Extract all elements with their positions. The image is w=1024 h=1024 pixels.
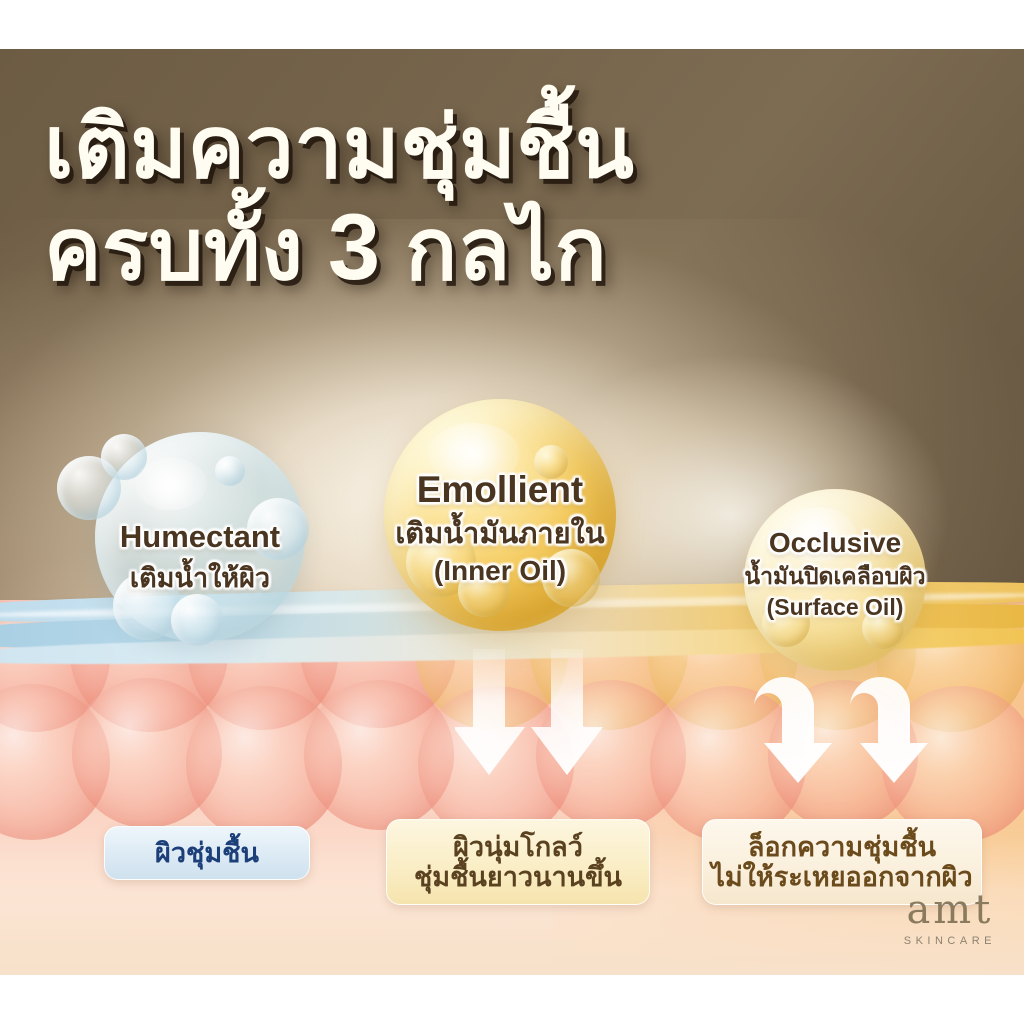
mechanism-paren-occlusive: (Surface Oil): [766, 594, 904, 620]
water-bubble: [247, 498, 309, 560]
mechanism-th-occlusive: น้ำมันปิดเคลือบผิว: [744, 563, 926, 589]
penetrating-arrows: [453, 649, 605, 784]
water-bubble: [101, 434, 147, 480]
headline-line-2-post: กลไก: [380, 201, 608, 298]
moisture-lock-arrows: [752, 661, 932, 791]
droplet-highlight: [135, 458, 207, 510]
benefit-line-2: ชุ่มชื้นยาวนานขึ้น: [413, 862, 623, 892]
water-bubble: [113, 572, 181, 640]
mechanism-th-emollient: เติมน้ำมันภายใน: [395, 518, 605, 550]
arrow-loop: [754, 677, 832, 783]
oil-bubble: [542, 549, 600, 607]
benefit-line-1: ผิวนุ่มโกลว์: [453, 831, 583, 862]
oil-droplet-icon: [384, 399, 616, 631]
mechanism-en-emollient: Emollient: [416, 469, 584, 510]
mechanism-paren-emollient: (Inner Oil): [433, 555, 567, 586]
benefit-box-glow: ผิวนุ่มโกลว์ ชุ่มชื้นยาวนานขึ้น: [386, 819, 650, 905]
oil-bubble: [862, 607, 904, 649]
mechanism-en-occlusive: Occlusive: [768, 527, 902, 558]
oil-bubble: [458, 565, 510, 617]
benefit-text-glow: ผิวนุ่มโกลว์ ชุ่มชื้นยาวนานขึ้น: [414, 832, 622, 892]
benefit-box-lock: ล็อกความชุ่มชื้น ไม่ให้ระเหยออกจากผิว: [702, 819, 982, 905]
moisture-lock-arrows-svg: [754, 677, 928, 783]
page-title: เติมความชุ่มชื้น ครบทั้ง 3 กลไก: [44, 100, 764, 298]
arrow-down: [453, 649, 525, 775]
mechanism-label-emollient: Emollient เติมน้ำมันภายใน (Inner Oil): [360, 469, 640, 587]
benefit-text-hydrated: ผิวชุ่มชื้น: [155, 838, 259, 868]
arrow-loop: [850, 677, 928, 783]
mechanism-th-humectant: เติมน้ำให้ผิว: [129, 563, 271, 593]
headline-line-2: ครบทั้ง 3 กลไก: [44, 198, 764, 298]
water-bubble: [215, 456, 245, 486]
logo-wordmark: amt: [906, 887, 994, 933]
headline-line-2-pre: ครบทั้ง: [44, 201, 328, 298]
artwork-area: Humectant เติมน้ำให้ผิว Emollient เติมน้…: [0, 49, 1024, 975]
benefit-text-lock: ล็อกความชุ่มชื้น ไม่ให้ระเหยออกจากผิว: [711, 832, 972, 892]
logo-tagline: SKINCARE: [903, 935, 996, 947]
headline-line-1: เติมความชุ่มชื้น: [44, 100, 635, 196]
benefit-line-1: ผิวชุ่มชื้น: [155, 837, 259, 868]
headline-number: 3: [327, 193, 381, 299]
benefit-line-1: ล็อกความชุ่มชื้น: [747, 831, 937, 862]
mechanism-label-humectant: Humectant เติมน้ำให้ผิว: [60, 519, 340, 599]
mechanism-en-humectant: Humectant: [119, 519, 281, 554]
arrow-down: [531, 649, 603, 775]
water-bubble: [171, 594, 223, 646]
benefit-box-hydrated: ผิวชุ่มชื้น: [104, 826, 310, 880]
brand-logo: amt SKINCARE: [904, 890, 996, 947]
oil-bubble: [534, 445, 568, 479]
oil-bubble: [762, 599, 810, 647]
penetrating-arrows-svg: [453, 649, 603, 775]
benefit-line-2: ไม่ให้ระเหยออกจากผิว: [711, 862, 973, 892]
mechanism-label-occlusive: Occlusive น้ำมันปิดเคลือบผิว (Surface Oi…: [715, 527, 955, 621]
